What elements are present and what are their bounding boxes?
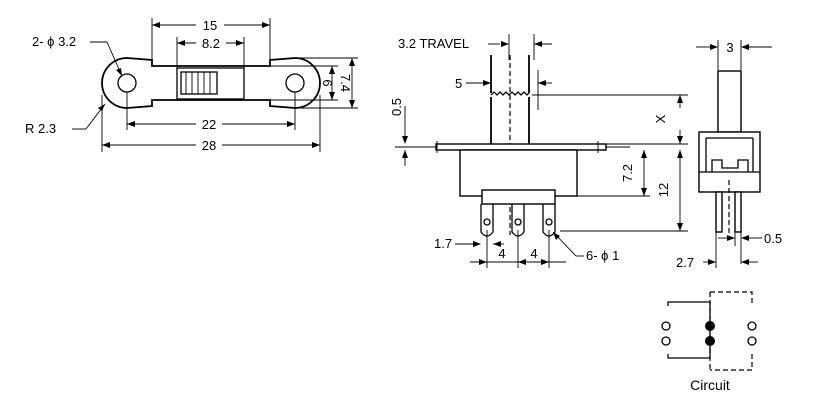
circuit-diagram: Circuit [661,291,757,393]
terminal-right-bottom [747,336,757,346]
terminal-common-top [705,321,715,331]
mounting-hole-left [117,73,137,93]
side-housing [698,131,761,193]
dim-28: 28 [202,138,216,153]
dim-1-7: 1.7 [434,236,452,251]
terminal-left-bottom [661,336,671,346]
dim-4b: 4 [530,246,537,261]
top-view: 15 8.2 2- ϕ 3.2 6 7.4 R 2.3 [25,18,358,153]
dim-5: 5 [455,76,462,91]
dim-pins: 6- ϕ 1 [586,248,619,263]
dim-8-2: 8.2 [202,36,220,51]
circuit-label: Circuit [690,377,730,393]
dim-22: 22 [202,117,216,132]
dim-x: X [653,114,668,123]
dim-3: 3 [726,40,733,55]
dim-2-7: 2.7 [676,255,694,270]
dim-0-5-side: 0.5 [764,231,782,246]
terminal-common-bottom [705,336,715,346]
slider-knob [180,71,218,95]
dim-15: 15 [203,18,217,33]
mounting-hole-right [285,73,305,93]
slider-window [176,67,245,100]
dim-hole: 2- ϕ 3.2 [32,34,76,49]
side-view: 3 0.5 2.7 [676,40,782,270]
dim-travel: 3.2 TRAVEL [398,36,469,51]
dim-radius: R 2.3 [25,121,56,136]
mounting-plate [101,57,321,109]
dim-12: 12 [656,183,671,197]
dim-7-4: 7.4 [338,74,353,92]
terminal-right-top [747,321,757,331]
terminal-left-top [661,321,671,331]
front-view: 3.2 TRAVEL 5 0.5 X 7.2 [389,34,688,268]
side-actuator [717,70,742,133]
dim-7-2: 7.2 [620,164,635,182]
dim-6: 6 [320,79,335,86]
switch-body [459,149,578,197]
body-base [481,189,556,205]
dim-0-5-front: 0.5 [389,98,404,116]
front-plate [435,143,607,151]
dim-4a: 4 [498,246,505,261]
